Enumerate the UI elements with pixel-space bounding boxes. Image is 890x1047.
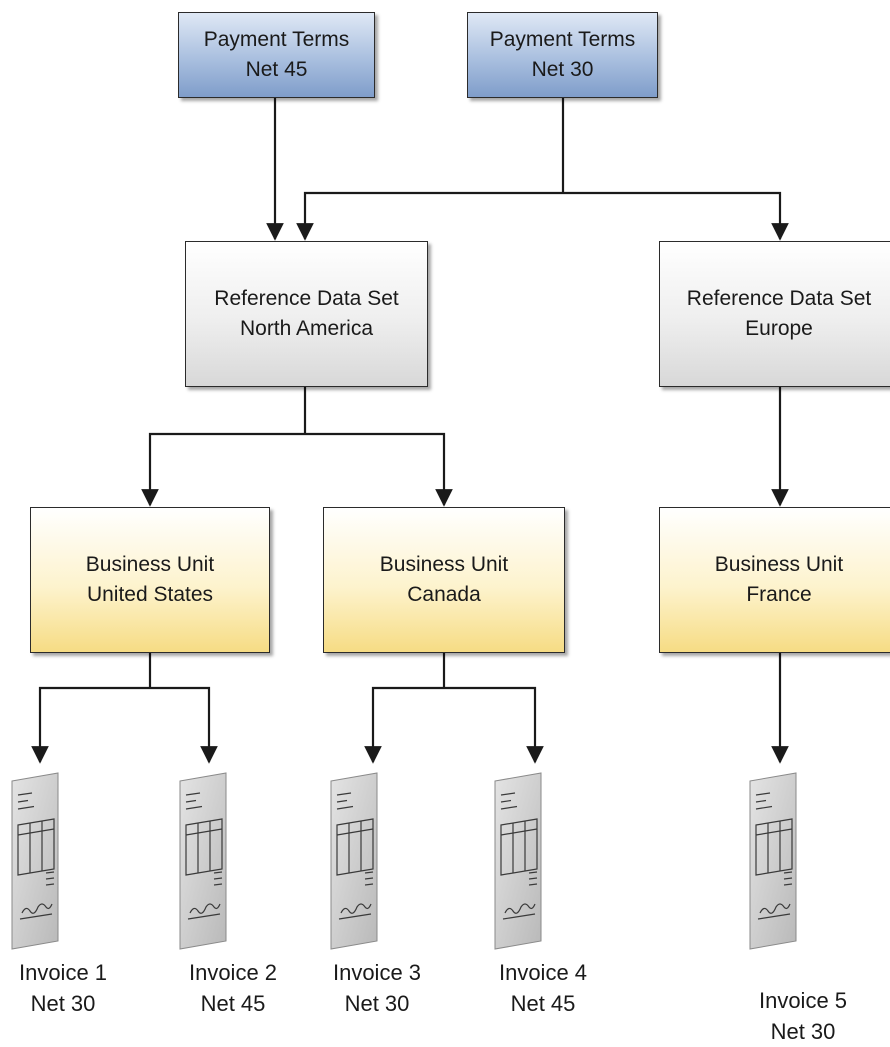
box-line2: Canada	[407, 583, 481, 606]
invoice-name: Invoice 4	[498, 960, 588, 985]
business-unit-france-box: Business Unit France	[659, 507, 890, 653]
box-line1: Business Unit	[379, 553, 509, 576]
invoice-name: Invoice 3	[332, 960, 422, 985]
connector-us-inv2	[150, 686, 218, 764]
invoice-document-icon	[179, 772, 227, 950]
invoice-3-label: Invoice 3 Net 30	[317, 957, 437, 1019]
box-line2: Europe	[745, 317, 813, 340]
invoice-5-label: Invoice 5 Net 30	[743, 985, 863, 1047]
box-line2: North America	[239, 317, 374, 340]
box-line2: Net 45	[245, 58, 308, 81]
connector-pt30-eu	[563, 191, 789, 241]
business-unit-canada-box: Business Unit Canada	[323, 507, 565, 653]
invoice-document-icon	[749, 772, 797, 950]
invoice-name: Invoice 1	[18, 960, 108, 985]
box-line2: United States	[86, 583, 214, 606]
reference-set-north-america-box: Reference Data Set North America	[185, 241, 428, 387]
box-line2: Net 30	[531, 58, 594, 81]
box-line1: Business Unit	[714, 553, 844, 576]
business-unit-united-states-box: Business Unit United States	[30, 507, 270, 653]
invoice-terms: Net 30	[30, 991, 96, 1016]
invoice-document-icon	[494, 772, 542, 950]
invoice-4-label: Invoice 4 Net 45	[483, 957, 603, 1019]
invoice-name: Invoice 2	[188, 960, 278, 985]
invoice-1-label: Invoice 1 Net 30	[3, 957, 123, 1019]
invoice-name: Invoice 5	[758, 988, 848, 1013]
payment-terms-net45-box: Payment Terms Net 45	[178, 12, 375, 98]
box-line2: France	[746, 583, 812, 606]
reference-data-diagram: Payment Terms Net 45 Payment Terms Net 3…	[3, 12, 890, 1044]
box-line1: Business Unit	[85, 553, 215, 576]
connector-ca-inv4	[444, 686, 544, 764]
box-line1: Payment Terms	[203, 28, 350, 51]
box-line1: Reference Data Set	[686, 287, 872, 310]
reference-set-europe-box: Reference Data Set Europe	[659, 241, 890, 387]
connector-na-us	[141, 432, 305, 507]
invoice-document-icon	[11, 772, 59, 950]
connector-us-inv1	[31, 686, 150, 764]
connector-pt30-na	[296, 191, 563, 241]
connector-ca-inv3	[364, 686, 444, 764]
box-line1: Reference Data Set	[214, 287, 399, 310]
connector-na-ca	[305, 432, 453, 507]
invoice-document-icon	[330, 772, 378, 950]
invoice-terms: Net 30	[344, 991, 410, 1016]
invoice-2-label: Invoice 2 Net 45	[173, 957, 293, 1019]
diagram-connectors	[11, 98, 797, 950]
invoice-terms: Net 45	[510, 991, 576, 1016]
box-line1: Payment Terms	[489, 28, 636, 51]
payment-terms-net30-box: Payment Terms Net 30	[467, 12, 658, 98]
invoice-terms: Net 45	[200, 991, 266, 1016]
invoice-terms: Net 30	[770, 1019, 836, 1044]
